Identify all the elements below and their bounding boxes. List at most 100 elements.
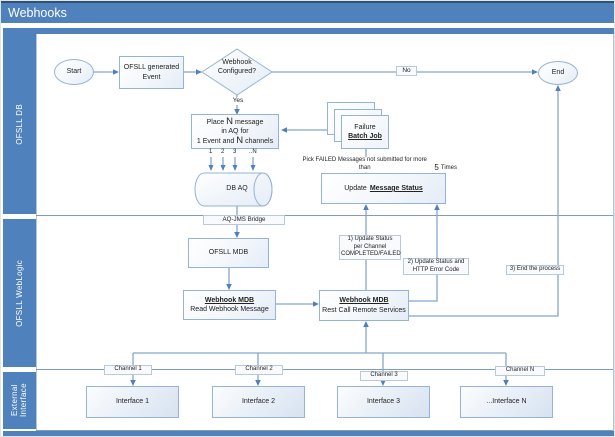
top-accent-line xyxy=(1,1,614,3)
lane-ofsll-weblogic: OFSLL WebLogic xyxy=(3,219,36,367)
arrow-update-2 xyxy=(434,204,440,210)
ofsll-mdb-label: OFSLL MDB xyxy=(208,249,249,257)
arrow-qn xyxy=(250,165,256,171)
place-post: message xyxy=(234,118,264,126)
interface-2-label: Interface 2 xyxy=(241,398,276,406)
note2-label: 2) Update Status and HTTP Error Code xyxy=(403,258,469,275)
lane-divider-1 xyxy=(36,215,613,216)
decision-line2: Configured? xyxy=(217,68,257,76)
arrow-into-interface2 xyxy=(255,380,261,386)
decision-diamond xyxy=(201,48,273,96)
interface-1-node: Interface 1 xyxy=(86,386,179,418)
read-subtitle: Read Webhook Message xyxy=(190,306,269,313)
update-message-status-node: Update Message Status xyxy=(321,173,446,204)
read-title: Webhook MDB xyxy=(204,296,255,304)
note2-line2: HTTP Error Code xyxy=(412,266,460,273)
no-label: No xyxy=(396,66,417,77)
start-node: Start xyxy=(54,59,94,85)
yes-label: Yes xyxy=(228,97,248,106)
edge-rest-to-end-3 xyxy=(409,91,559,317)
place-l3n: N xyxy=(236,135,244,147)
queue-number-n: ..N xyxy=(248,149,258,155)
place-line3: 1 Event and N channels xyxy=(197,136,273,146)
webhook-mdb-rest-node: Webhook MDB Rest Call Remote Services xyxy=(319,290,409,321)
place-pre: Place xyxy=(206,118,225,126)
event-node: OFSLL generated Event xyxy=(119,56,184,89)
update-pre: Update xyxy=(344,184,367,192)
note1-label: 1) Update Status per Channel COMPLETED/F… xyxy=(339,235,401,260)
pool-right-border xyxy=(613,34,614,431)
decision-text: Webhook Configured? xyxy=(204,58,270,76)
lane-external-interface: External Interface xyxy=(3,372,36,429)
pool-bottom-border xyxy=(36,430,613,431)
end-label: End xyxy=(551,69,565,77)
arrow-into-event xyxy=(113,69,119,75)
note3-label: 3) End the process xyxy=(506,265,564,275)
rest-subtitle: Rest Call Remote Services xyxy=(322,306,406,314)
pick-failed-pre: Pick FAILED Messages not submitted for m… xyxy=(302,157,427,171)
place-line2: in AQ for xyxy=(221,127,249,135)
page-title: Webhooks xyxy=(1,3,614,23)
rest-title: Webhook MDB xyxy=(339,297,389,305)
batch-line1: Failure xyxy=(354,123,376,131)
arrow-q1 xyxy=(208,165,214,171)
failure-batch-job-node: Failure Batch Job xyxy=(341,115,389,149)
interface-1-label: Interface 1 xyxy=(115,398,150,406)
pick-failed-count: 5 xyxy=(434,163,439,172)
event-line1: OFSLL generated xyxy=(123,64,180,72)
channel-1-label: Channel 1 xyxy=(104,365,152,375)
pool-bottom-strip xyxy=(3,431,614,436)
aq-jms-bridge-label: AQ-JMS Bridge xyxy=(203,215,285,225)
ofsll-mdb-node: OFSLL MDB xyxy=(188,238,269,268)
queue-number-3: 3 xyxy=(232,149,238,155)
interface-n-node: ...Interface N xyxy=(460,386,553,418)
connectors xyxy=(93,71,559,380)
arrow-into-interface3 xyxy=(380,380,386,386)
interface-n-label: ...Interface N xyxy=(486,398,527,406)
lane-divider-2 xyxy=(36,369,613,370)
pool-left-border xyxy=(36,34,37,431)
arrowheads xyxy=(113,69,561,386)
arrow-into-restmdb xyxy=(313,301,319,307)
dbaq-cylinder xyxy=(194,172,273,207)
update-emph: Message Status xyxy=(369,184,423,192)
channel-2-label: Channel 2 xyxy=(235,365,283,375)
end-node: End xyxy=(538,61,578,85)
edges-place-to-dbaq xyxy=(210,157,254,165)
lane-ofsll-db: OFSLL DB xyxy=(3,34,36,214)
pick-failed-label: Pick FAILED Messages not submitted for m… xyxy=(296,157,458,172)
note2-line1: 2) Update Status and xyxy=(407,259,465,265)
edges-channel-distribution xyxy=(132,327,507,380)
arrow-q3 xyxy=(232,165,238,171)
queue-number-2: 2 xyxy=(220,149,226,155)
dbaq-label: DB AQ xyxy=(226,185,248,192)
place-l3pre: 1 Event and xyxy=(196,138,235,146)
decision-line1: Webhook xyxy=(222,59,252,66)
arrow-into-rest-bottom xyxy=(363,321,369,327)
note1-line3: COMPLETED/FAILED xyxy=(341,251,401,257)
start-label: Start xyxy=(66,68,82,76)
arrow-into-ofsllmdb xyxy=(234,232,240,238)
arrow-into-interface1 xyxy=(130,380,136,386)
arrow-into-end xyxy=(532,69,538,75)
interface-3-label: Interface 3 xyxy=(366,398,401,406)
place-l3post: channels xyxy=(245,138,274,146)
note1-line1: 1) Update Status xyxy=(347,236,393,242)
channel-n-label: Channel N xyxy=(495,366,545,376)
batch-line2: Batch Job xyxy=(348,133,382,140)
interface-2-node: Interface 2 xyxy=(212,386,305,418)
channel-3-label: Channel 3 xyxy=(360,371,408,381)
note1-line2: per Channel xyxy=(353,243,387,250)
arrow-into-place xyxy=(234,109,240,115)
place-message-node: Place N message in AQ for 1 Event and N … xyxy=(191,114,279,149)
arrow-batch-into-place xyxy=(281,127,287,133)
arrow-end-3 xyxy=(555,85,561,91)
edge-rest-to-update-2 xyxy=(409,210,438,302)
event-line2: Event xyxy=(142,73,161,81)
arrow-update-1 xyxy=(363,204,369,210)
arrow-into-decision xyxy=(196,69,202,75)
dbaq-cylinder-cap xyxy=(253,172,273,207)
webhook-mdb-read-node: Webhook MDB Read Webhook Message xyxy=(183,290,276,320)
interface-3-node: Interface 3 xyxy=(337,386,430,418)
